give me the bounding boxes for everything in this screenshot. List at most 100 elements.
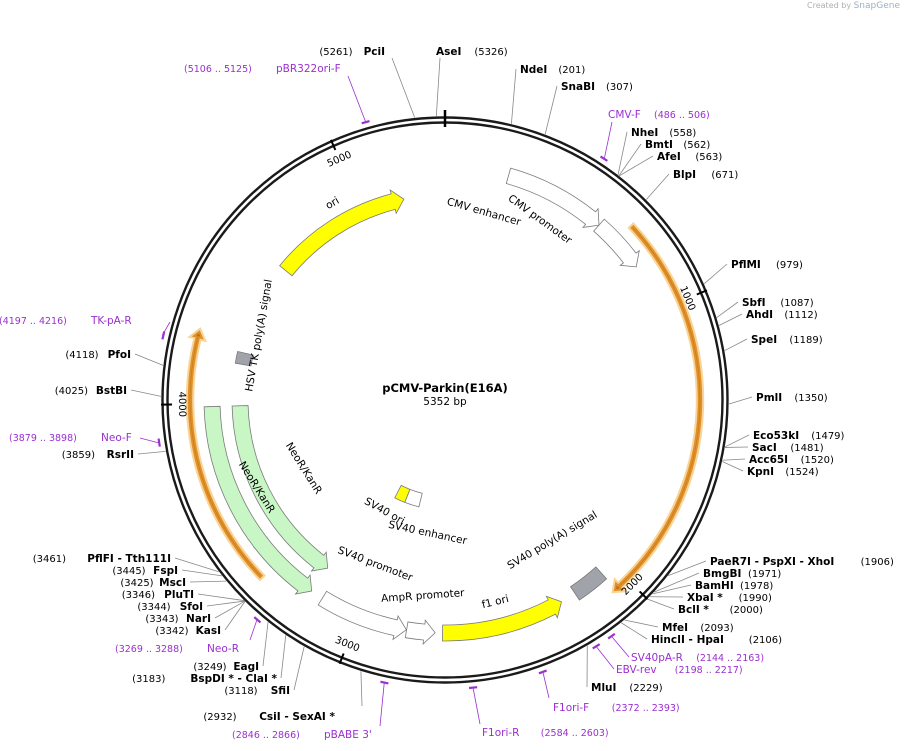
primer-neo-r[interactable]: (3269 .. 3288)Neo-R [115, 643, 239, 655]
site-ahdi[interactable]: AhdI(1112) [746, 309, 818, 321]
primer-position: (3269 .. 3288) [115, 644, 183, 655]
site-rsrii[interactable]: RsrII(3859) [62, 449, 134, 461]
feature-ampr-promoter[interactable] [404, 619, 436, 646]
site-kpni[interactable]: KpnI(1524) [747, 466, 819, 478]
site-sfoi[interactable]: SfoI(3344) [137, 601, 203, 613]
site-leader [206, 600, 245, 607]
site-name: KasI [196, 625, 221, 637]
site-position: (3461) [33, 554, 66, 565]
site-nhei[interactable]: NheI(558) [631, 127, 696, 139]
site-position: (671) [711, 170, 738, 181]
site-bmti[interactable]: BmtI(562) [645, 139, 710, 151]
site-name: PflMI [731, 259, 761, 271]
site-eagi[interactable]: EagI(3249) [193, 661, 259, 673]
site-leader [293, 646, 305, 691]
site-bmgbi[interactable]: BmgBI(1971) [703, 568, 781, 580]
site-acc65i[interactable]: Acc65I(1520) [749, 454, 834, 466]
feature-cmv-enhancer[interactable] [505, 167, 600, 228]
site-name: NheI [631, 127, 658, 139]
feature-label: f1 ori [481, 593, 510, 611]
feature-cmv-promoter[interactable] [593, 218, 640, 268]
primer-cmv-f[interactable]: CMV-F(486 .. 506) [608, 109, 710, 121]
site-msci[interactable]: MscI(3425) [120, 577, 186, 589]
primer-binding-mark [592, 643, 601, 650]
primer-name: EBV-rev [616, 664, 657, 676]
primer-tk-pa-r[interactable]: (4197 .. 4216)TK-pA-R [0, 315, 132, 327]
site-bspdi-clai[interactable]: BspDI * - ClaI *(3183) [132, 673, 277, 685]
site-saci[interactable]: SacI(1481) [752, 442, 824, 454]
site-leader [724, 434, 750, 448]
site-pmli[interactable]: PmlI(1350) [756, 392, 828, 404]
site-bcli[interactable]: BclI *(2000) [678, 604, 763, 616]
site-leader [214, 600, 245, 619]
site-pluti[interactable]: PluTI(3346) [122, 589, 194, 601]
site-pflmi[interactable]: PflMI(979) [731, 259, 803, 271]
site-fspi[interactable]: FspI(3445) [112, 565, 178, 577]
primer-position: (2372 .. 2393) [612, 703, 680, 714]
site-csii-sexai[interactable]: CsiI - SexAI *(2932) [203, 711, 335, 723]
primer-f1ori-r[interactable]: F1ori-R(2584 .. 2603) [482, 727, 609, 739]
primer-pbabe-3[interactable]: (2846 .. 2866)pBABE 3' [232, 729, 372, 741]
primer-f1ori-f[interactable]: F1ori-F(2372 .. 2393) [553, 702, 680, 714]
site-bstbi[interactable]: BstBI(4025) [55, 385, 127, 397]
site-pflfi-tth111i[interactable]: PflFI - Tth111I(3461) [33, 553, 171, 565]
site-nari[interactable]: NarI(3343) [145, 613, 211, 625]
site-ndei[interactable]: NdeI(201) [520, 64, 585, 76]
site-mlui[interactable]: MluI(2229) [591, 682, 663, 694]
site-eco53ki[interactable]: Eco53kI(1479) [753, 430, 845, 442]
primer-position: (2846 .. 2866) [232, 730, 300, 741]
site-leader [197, 593, 245, 601]
site-position: (1524) [785, 467, 818, 478]
site-sfii[interactable]: SfiI(3118) [224, 685, 290, 697]
site-name: SbfI [742, 297, 766, 309]
site-leader [668, 560, 707, 577]
orf-arrow[interactable] [611, 222, 705, 594]
site-position: (1087) [780, 298, 813, 309]
site-leader [647, 598, 675, 610]
site-name: SnaBI [561, 81, 595, 93]
feature-sv40-poly-a-signal[interactable] [569, 566, 608, 601]
site-leader [722, 458, 746, 461]
primer-leader [249, 620, 258, 641]
snapgene-watermark: Created by SnapGene [807, 1, 900, 11]
site-leader [624, 619, 659, 628]
site-position: (3344) [137, 602, 170, 613]
feature-hsv-tk-poly-a-signal[interactable] [234, 350, 254, 367]
feature-ori[interactable] [279, 189, 405, 277]
primer-sv40pa-r[interactable]: SV40pA-R(2144 .. 2163) [631, 652, 764, 664]
orf-arrow[interactable] [185, 327, 266, 582]
site-leader [280, 635, 287, 679]
site-leader [435, 57, 441, 117]
site-pfoi[interactable]: PfoI(4118) [65, 349, 131, 361]
site-sbfi[interactable]: SbfI (1087) [742, 297, 814, 309]
site-paer7i-pspxi-xhoi[interactable]: PaeR7I - PspXI - XhoI(1906) [710, 556, 894, 568]
feature-neor-kanr[interactable] [231, 405, 329, 572]
feature-sv40-promoter[interactable] [317, 590, 407, 641]
feature-label: SV40 poly(A) signal [505, 509, 599, 572]
site-xbai[interactable]: XbaI *(1990) [687, 592, 772, 604]
site-name: NdeI [520, 64, 547, 76]
feature-sv40-ori[interactable] [394, 484, 411, 503]
site-leader [181, 569, 223, 577]
site-snabi[interactable]: SnaBI (307) [561, 81, 633, 93]
site-leader [718, 313, 743, 326]
site-kasi[interactable]: KasI(3342) [155, 625, 221, 637]
site-asei[interactable]: AseI(5326) [436, 46, 508, 58]
primer-neo-f[interactable]: (3879 .. 3898)Neo-F [9, 432, 132, 444]
site-mfei[interactable]: MfeI(2093) [662, 622, 734, 634]
site-name: BclI * [678, 604, 709, 616]
primer-name: F1ori-R [482, 727, 519, 739]
site-bamhi[interactable]: BamHI(1978) [695, 580, 773, 592]
feature-f1-ori[interactable] [442, 595, 562, 642]
primer-ebv-rev[interactable]: EBV-rev(2198 .. 2217) [616, 664, 743, 676]
primer-pbr322ori-f[interactable]: (5106 .. 5125)pBR322ori-F [184, 63, 341, 75]
site-position: (562) [683, 140, 710, 151]
site-position: (307) [606, 82, 633, 93]
site-afei[interactable]: AfeI(563) [657, 151, 722, 163]
site-blpi[interactable]: BlpI(671) [673, 169, 738, 181]
feature-neor-kanr[interactable] [203, 405, 313, 595]
site-spei[interactable]: SpeI(1189) [751, 334, 823, 346]
site-pcii[interactable]: PciI(5261) [319, 46, 385, 58]
site-hincii-hpai[interactable]: HincII - HpaI(2106) [651, 634, 782, 646]
